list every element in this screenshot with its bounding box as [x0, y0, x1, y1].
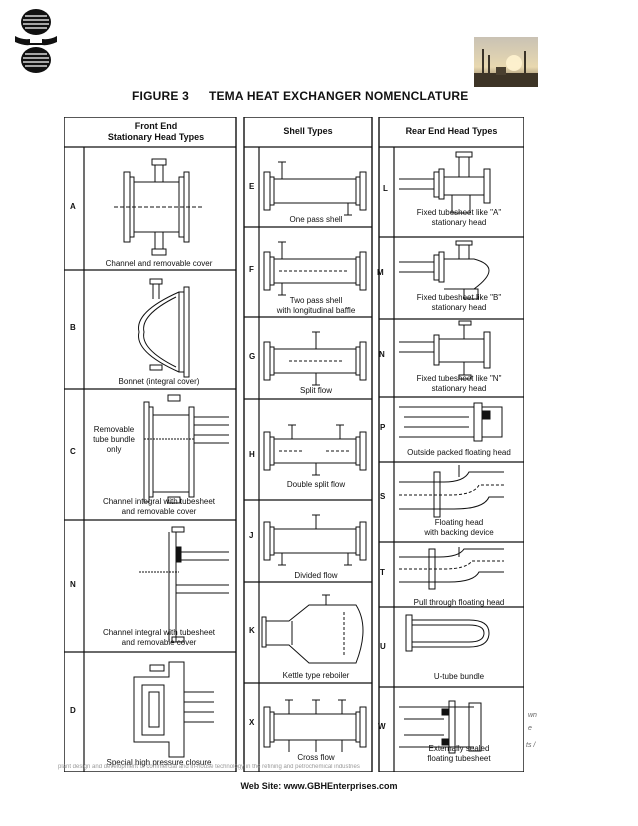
rear-head-u-drawing [405, 614, 490, 652]
rear-caption-m-line1: Fixed tubesheet like "B" [416, 293, 502, 302]
rear-head-t-drawing [399, 547, 504, 590]
rear-caption-s-line1: Floating head [434, 518, 484, 527]
shell-x-drawing [263, 699, 367, 752]
shell-letter-f: F [249, 265, 254, 274]
rear-caption-w-line1: Externally sealed [428, 744, 490, 753]
shell-letter-j: J [249, 531, 254, 540]
front-head-b-drawing [138, 278, 190, 378]
front-head-header: Front End Stationary Head Types [74, 121, 238, 143]
front-letter-n: N [70, 580, 76, 589]
front-letter-c: C [70, 447, 76, 456]
shell-column [243, 117, 373, 772]
front-note-c-line3: only [106, 445, 122, 454]
rear-letter-s: S [380, 492, 386, 501]
rear-caption-n-line2: stationary head [431, 384, 487, 393]
rear-head-l-drawing [399, 151, 491, 214]
shell-caption-g: Split flow [299, 386, 332, 395]
rear-letter-u: U [380, 642, 386, 651]
rear-caption-m-line2: stationary head [431, 303, 487, 312]
rear-head-column [378, 117, 524, 772]
rear-caption-l-line1: Fixed tubesheet like "A" [416, 208, 502, 217]
rear-head-s-drawing [399, 465, 504, 518]
shell-letter-h: H [249, 450, 255, 459]
rear-letter-l: L [383, 184, 388, 193]
shell-caption-e: One pass shell [289, 215, 343, 224]
rear-head-p-drawing [399, 402, 503, 442]
front-caption-a: Channel and removable cover [105, 259, 213, 268]
figure-heading: TEMA HEAT EXCHANGER NOMENCLATURE [208, 89, 469, 103]
front-caption-n-line2: and removable cover [121, 638, 197, 647]
front-caption-c-line2: and removable cover [121, 507, 197, 516]
shell-h-drawing [263, 424, 367, 476]
rear-letter-w: W [378, 722, 386, 731]
shell-e-drawing [263, 161, 367, 216]
rear-caption-t: Pull through floating head [413, 598, 505, 607]
front-head-column [64, 117, 237, 772]
shell-caption-f-line1: Two pass shell [289, 296, 343, 305]
front-head-n-drawing [139, 526, 229, 643]
rear-caption-l: Fixed tubesheet like "A" stationary head [394, 208, 524, 228]
shell-caption-k: Kettle type reboiler [282, 671, 350, 680]
shell-letter-e: E [249, 182, 255, 191]
shell-f-drawing [263, 241, 367, 296]
shell-caption-h: Double split flow [286, 480, 346, 489]
rear-caption-p: Outside packed floating head [407, 448, 511, 457]
rear-caption-w-line2: floating tubesheet [427, 754, 491, 763]
shell-g-drawing [263, 331, 367, 386]
rear-caption-n-line1: Fixed tubesheet like "N" [416, 374, 502, 383]
shell-letter-g: G [249, 352, 256, 361]
shell-letter-k: K [249, 626, 255, 635]
shell-k-drawing [261, 594, 364, 664]
rear-caption-n: Fixed tubesheet like "N" stationary head [394, 374, 524, 394]
rear-caption-s-line2: with backing device [424, 528, 494, 537]
front-note-c: Removable tube bundle only [86, 425, 142, 455]
shell-letter-x: X [249, 718, 255, 727]
rear-letter-p: P [380, 423, 386, 432]
front-head-c-drawing [143, 394, 229, 504]
front-caption-b: Bonnet (integral cover) [118, 377, 200, 386]
rear-letter-m: M [377, 268, 384, 277]
rear-head-header: Rear End Head Types [405, 126, 498, 136]
shell-caption-f: Two pass shell with longitudinal baffle [259, 296, 373, 316]
rear-head-w-drawing [399, 700, 482, 754]
shell-caption-j: Divided flow [294, 571, 338, 580]
figure-title: FIGURE 3 TEMA HEAT EXCHANGER NOMENCLATURE [132, 89, 468, 103]
refinery-photo [474, 37, 538, 87]
front-caption-n: Channel integral with tubesheet and remo… [84, 628, 234, 648]
shell-j-drawing [263, 514, 367, 566]
front-caption-n-line1: Channel integral with tubesheet [102, 628, 216, 637]
front-letter-d: D [70, 706, 76, 715]
nomenclature-table [64, 117, 524, 772]
front-caption-d: Special high pressure closure [106, 758, 212, 767]
side-fragment-3: ts / [526, 742, 536, 749]
front-head-header-line1: Front End [134, 121, 178, 131]
side-fragment-2: e [528, 725, 532, 732]
company-logo-icon [15, 9, 57, 73]
footer-fragment: plant design and development of commerci… [58, 764, 360, 770]
rear-letter-t: T [380, 568, 385, 577]
shell-caption-x: Cross flow [297, 753, 335, 762]
front-note-c-line2: tube bundle [93, 435, 135, 444]
rear-head-n-drawing [399, 320, 491, 380]
front-caption-c: Channel integral with tubesheet and remo… [84, 497, 234, 517]
rear-caption-s: Floating head with backing device [394, 518, 524, 538]
side-fragment-1: wn [528, 712, 537, 719]
front-head-a-drawing [114, 158, 204, 256]
front-head-header-line2: Stationary Head Types [107, 132, 205, 142]
rear-letter-n: N [379, 350, 385, 359]
rear-caption-l-line2: stationary head [431, 218, 487, 227]
rear-caption-w: Externally sealed floating tubesheet [394, 744, 524, 764]
rear-head-m-drawing [399, 240, 490, 300]
front-head-d-drawing [133, 661, 214, 758]
front-note-c-line1: Removable [93, 425, 135, 434]
front-letter-b: B [70, 323, 76, 332]
shell-header: Shell Types [283, 126, 333, 136]
website-footer: Web Site: www.GBHEnterprises.com [240, 781, 398, 791]
shell-caption-f-line2: with longitudinal baffle [276, 306, 356, 315]
rear-caption-u: U-tube bundle [433, 672, 485, 681]
front-letter-a: A [70, 202, 76, 211]
front-caption-c-line1: Channel integral with tubesheet [102, 497, 216, 506]
figure-label: FIGURE 3 [132, 89, 189, 103]
rear-caption-m: Fixed tubesheet like "B" stationary head [394, 293, 524, 313]
